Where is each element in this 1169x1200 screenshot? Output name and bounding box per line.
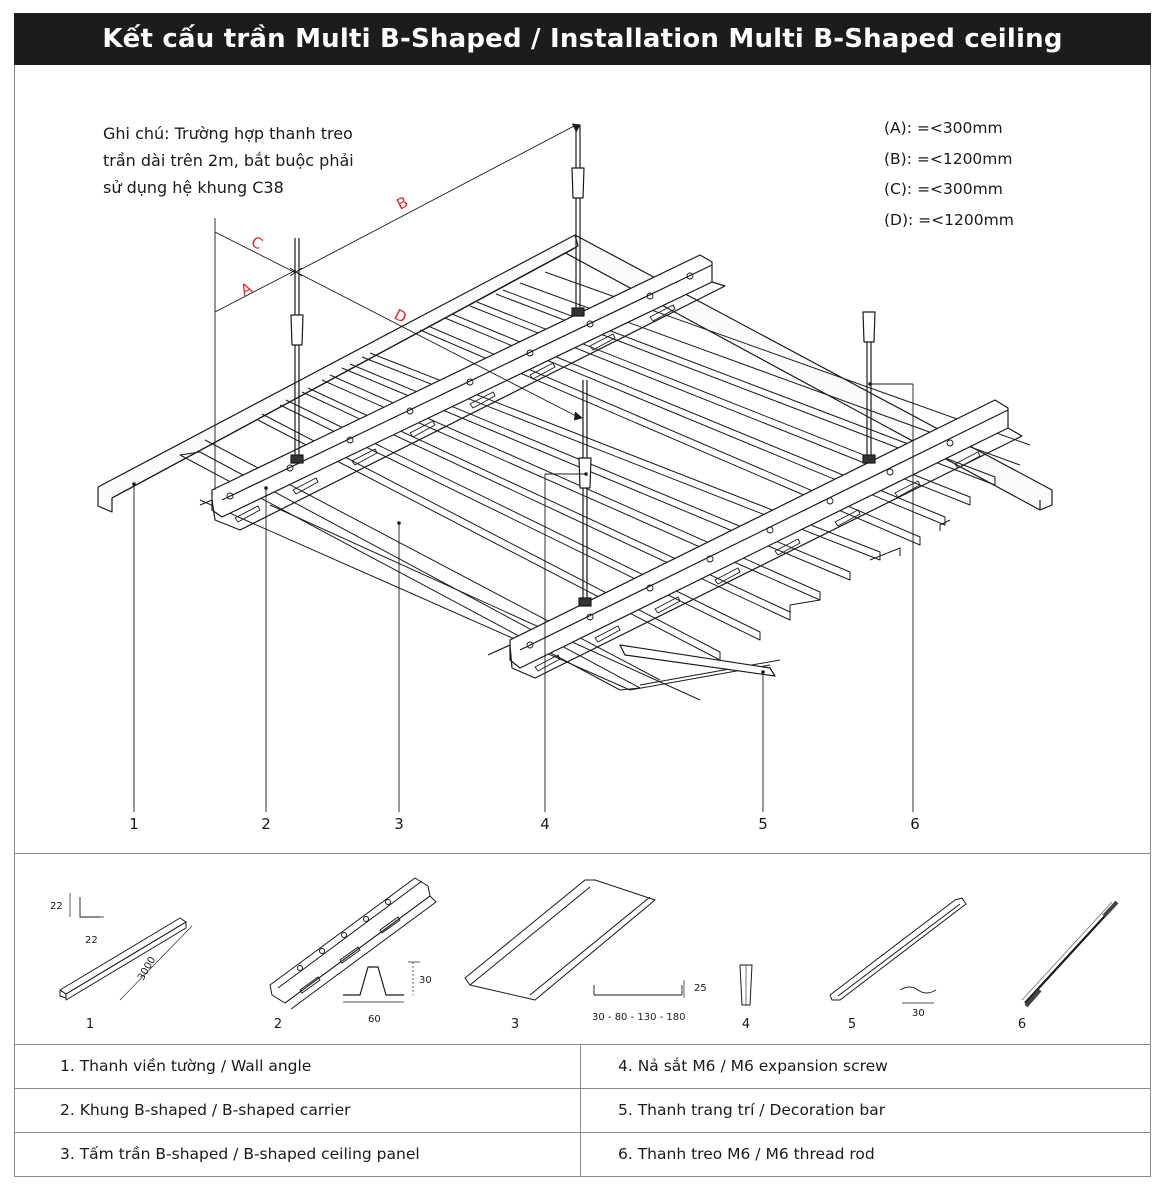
part-6-thread-rod xyxy=(1021,900,1119,1008)
section-divider-top xyxy=(14,853,1151,854)
callout-2: 2 xyxy=(261,815,271,833)
part1-dim-a: 22 xyxy=(50,901,63,912)
spec-a: (A): =<300mm xyxy=(884,119,1003,137)
part-label-1: 1 xyxy=(85,1017,95,1032)
legend-item-6: 6. Thanh treo M6 / M6 thread rod xyxy=(618,1145,875,1163)
part1-length: 3000 xyxy=(136,955,158,983)
legend-table: 1. Thanh viền tường / Wall angle 2. Khun… xyxy=(14,1044,1151,1176)
parts-strip: 22 22 3000 30 60 25 30 - 80 - 130 - 180 … xyxy=(50,877,1119,1025)
part-label-6: 6 xyxy=(1017,1017,1027,1032)
diagram-frame xyxy=(14,65,1151,1177)
spec-b: (B): =<1200mm xyxy=(884,149,1013,168)
legend-row-divider xyxy=(14,1088,1151,1089)
part-1-wall-angle xyxy=(59,893,193,1001)
callout-6: 6 xyxy=(910,815,920,833)
dimension-specs: (A): =<300mm (B): =<1200mm (C): =<300mm … xyxy=(884,116,1014,238)
part-label-4: 4 xyxy=(741,1017,751,1032)
legend-item-5: 5. Thanh trang trí / Decoration bar xyxy=(618,1101,886,1119)
legend-item-1: 1. Thanh viền tường / Wall angle xyxy=(60,1057,312,1075)
part-label-3: 3 xyxy=(510,1017,520,1032)
page-title: Kết cấu trần Multi B-Shaped / Installati… xyxy=(14,13,1151,65)
part-2-carrier xyxy=(269,877,437,1010)
part-4-expansion-screw xyxy=(739,964,753,1006)
legend-row-divider xyxy=(14,1132,1151,1133)
note-line: Ghi chú: Trường hợp thanh treo xyxy=(103,124,353,143)
callout-1: 1 xyxy=(129,815,139,833)
part-5-decoration-bar xyxy=(829,897,967,1004)
note-line: sử dụng hệ khung C38 xyxy=(103,178,284,197)
legend-item-3: 3. Tấm trần B-shaped / B-shaped ceiling … xyxy=(60,1145,420,1163)
part5-width: 30 xyxy=(912,1008,925,1019)
part-label-2: 2 xyxy=(273,1017,283,1032)
callout-4: 4 xyxy=(540,815,550,833)
legend-item-4: 4. Nả sắt M6 / M6 expansion screw xyxy=(618,1057,888,1075)
part2-width: 60 xyxy=(368,1014,381,1025)
spec-d: (D): =<1200mm xyxy=(884,210,1014,229)
part-3-panel xyxy=(464,879,685,1001)
part3-height: 25 xyxy=(694,983,707,994)
legend-column-divider xyxy=(580,1044,581,1176)
callout-5: 5 xyxy=(758,815,768,833)
part3-widths: 30 - 80 - 130 - 180 xyxy=(592,1012,686,1023)
legend-item-2: 2. Khung B-shaped / B-shaped carrier xyxy=(60,1101,351,1119)
callout-3: 3 xyxy=(394,815,404,833)
legend-border-top xyxy=(14,1044,1151,1045)
part1-dim-b: 22 xyxy=(85,935,98,946)
part-label-5: 5 xyxy=(847,1017,857,1032)
installation-note: Ghi chú: Trường hợp thanh treo trần dài … xyxy=(103,120,403,201)
note-line: trần dài trên 2m, bắt buộc phải xyxy=(103,151,354,170)
spec-c: (C): =<300mm xyxy=(884,180,1003,198)
installation-diagram: C A B D xyxy=(97,123,1053,812)
part2-height: 30 xyxy=(419,975,432,986)
